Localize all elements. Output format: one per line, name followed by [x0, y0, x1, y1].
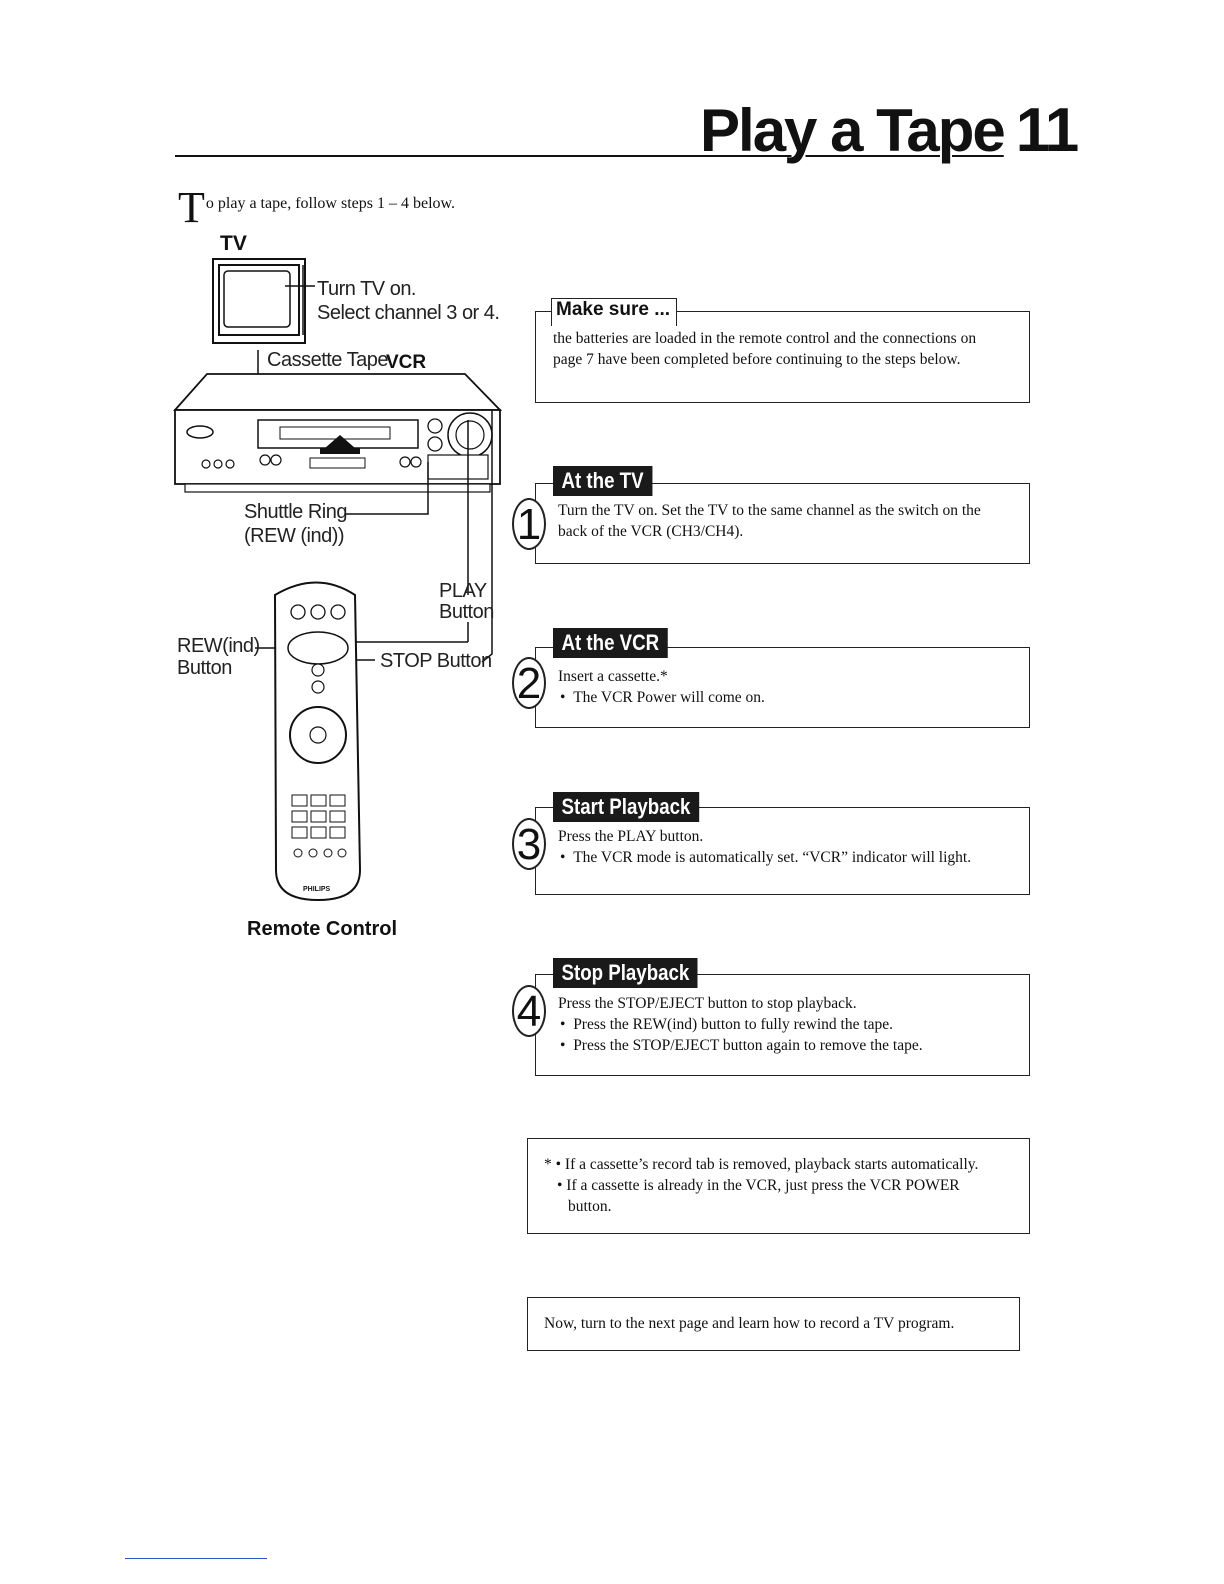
remote-brand-logo: PHILIPS	[303, 886, 331, 893]
step-1-number: 1	[512, 498, 546, 550]
step-2-number: 2	[512, 657, 546, 709]
play-button-label-2: Button	[439, 601, 494, 623]
bottom-rule	[125, 1558, 267, 1559]
next-page-box	[527, 1297, 1020, 1351]
tv-icon	[212, 258, 315, 344]
tv-callout-1: Turn TV on.	[317, 278, 417, 300]
step-2-line-1: Insert a cassette.*	[558, 668, 668, 685]
step-3-line-1: Press the PLAY button.	[558, 828, 704, 845]
step-4-line-1: Press the STOP/EJECT button to stop play…	[558, 995, 857, 1012]
vcr-tv-remote-illustration	[172, 258, 503, 902]
intro-dropcap: T	[178, 183, 205, 232]
cassette-label: Cassette Tape	[267, 349, 389, 371]
step-4-bullet-2: • Press the STOP/EJECT button again to r…	[560, 1037, 923, 1054]
title-rule	[175, 155, 715, 157]
step-1-line-1: Turn the TV on. Set the TV to the same c…	[558, 502, 981, 519]
step-3-title: Start Playback	[553, 792, 699, 822]
make-sure-title: Make sure ...	[556, 299, 677, 321]
footnote-line-2: • If a cassette is already in the VCR, j…	[557, 1177, 960, 1194]
footnote-line-1: * • If a cassette’s record tab is remove…	[544, 1156, 979, 1173]
step-4-number: 4	[512, 985, 546, 1037]
vcr-label: VCR	[386, 352, 427, 373]
make-sure-line-2: page 7 have been completed before contin…	[553, 351, 961, 368]
step-3-number: 3	[512, 818, 546, 870]
step-3-bullet-1-text: The VCR mode is automatically set. “VCR”…	[573, 849, 972, 866]
step-4-bullet-1: • Press the REW(ind) button to fully rew…	[560, 1016, 894, 1033]
rew-button-label-2: Button	[177, 657, 232, 679]
step-1-line-2: back of the VCR (CH3/CH4).	[558, 523, 744, 540]
page-number: 11	[1015, 96, 1080, 165]
step-3-bullet-1: • The VCR mode is automatically set. “VC…	[560, 849, 972, 866]
tv-label: TV	[220, 232, 247, 255]
page-title-text: Play a Tape	[700, 97, 1006, 164]
step-4-bullet-1-text: Press the REW(ind) button to fully rewin…	[573, 1016, 894, 1033]
step-1-title: At the TV	[553, 466, 653, 496]
vcr-icon	[172, 373, 503, 493]
tv-callout-2: Select channel 3 or 4.	[317, 302, 500, 324]
make-sure-box	[535, 311, 1030, 403]
footnote-line-3: button.	[568, 1198, 612, 1215]
remote-control-icon	[273, 581, 362, 902]
intro-text: To play a tape, follow steps 1 – 4 below…	[178, 186, 455, 230]
step-4-bullet-2-text: Press the STOP/EJECT button again to rem…	[573, 1037, 923, 1054]
footnote-box	[527, 1138, 1030, 1234]
step-2-bullet-1: • The VCR Power will come on.	[560, 689, 765, 706]
remote-caption: Remote Control	[247, 918, 397, 940]
make-sure-line-1: the batteries are loaded in the remote c…	[553, 330, 977, 347]
step-4-title: Stop Playback	[553, 958, 698, 988]
stop-button-label: STOP Button	[380, 650, 492, 672]
shuttle-ring-sublabel: (REW (ind))	[244, 525, 345, 547]
rew-button-label-1: REW(ind)	[177, 635, 260, 657]
intro-body: o play a tape, follow steps 1 – 4 below.	[205, 195, 456, 212]
step-2-title: At the VCR	[553, 628, 668, 658]
play-button-label-1: PLAY	[439, 580, 487, 602]
shuttle-ring-label: Shuttle Ring	[244, 501, 347, 523]
next-page-text: Now, turn to the next page and learn how…	[544, 1315, 955, 1332]
step-2-bullet-1-text: The VCR Power will come on.	[573, 689, 765, 706]
